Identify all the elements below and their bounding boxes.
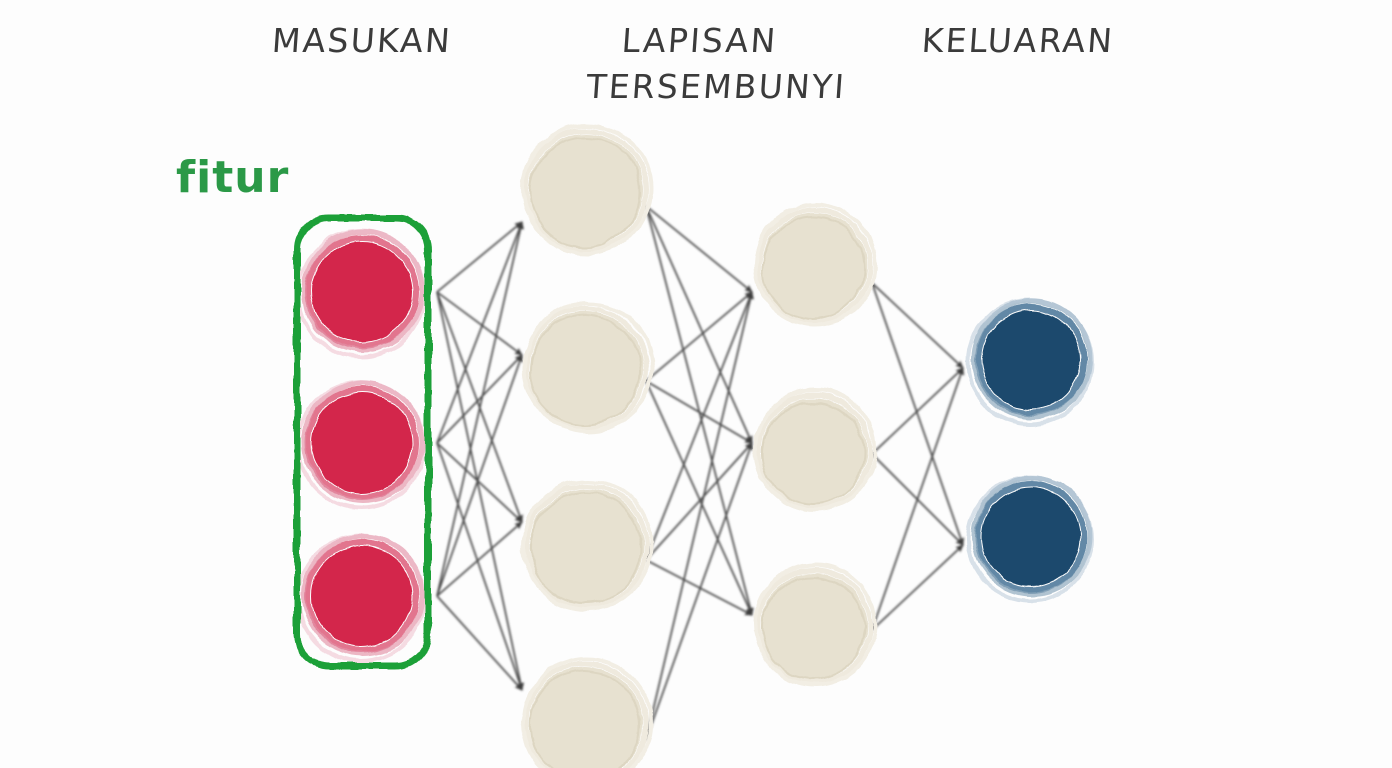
feature-label: fitur: [176, 152, 290, 203]
node-output-0: [966, 298, 1094, 426]
node-hidden2-2: [753, 563, 877, 687]
node-hidden2-0: [753, 203, 877, 327]
node-input-1: [296, 380, 426, 510]
edge-group-input-hidden1: [436, 221, 525, 691]
layer-output: [966, 298, 1094, 603]
node-input-0: [296, 229, 426, 359]
layer-input: [296, 229, 426, 663]
edge-group-hidden1-hidden2: [645, 205, 754, 741]
node-output-1: [966, 475, 1094, 603]
node-hidden1-1: [522, 301, 654, 433]
layer-hidden2: [753, 203, 877, 687]
edges-group: [436, 205, 965, 741]
node-hidden2-1: [753, 388, 877, 512]
layer-hidden1: [521, 123, 654, 768]
node-hidden1-0: [521, 123, 653, 255]
feature-highlight-box: [293, 214, 432, 670]
edge-group-hidden2-output: [871, 282, 965, 631]
node-hidden1-2: [521, 479, 653, 611]
node-input-2: [296, 533, 426, 663]
node-hidden1-3: [521, 657, 653, 768]
